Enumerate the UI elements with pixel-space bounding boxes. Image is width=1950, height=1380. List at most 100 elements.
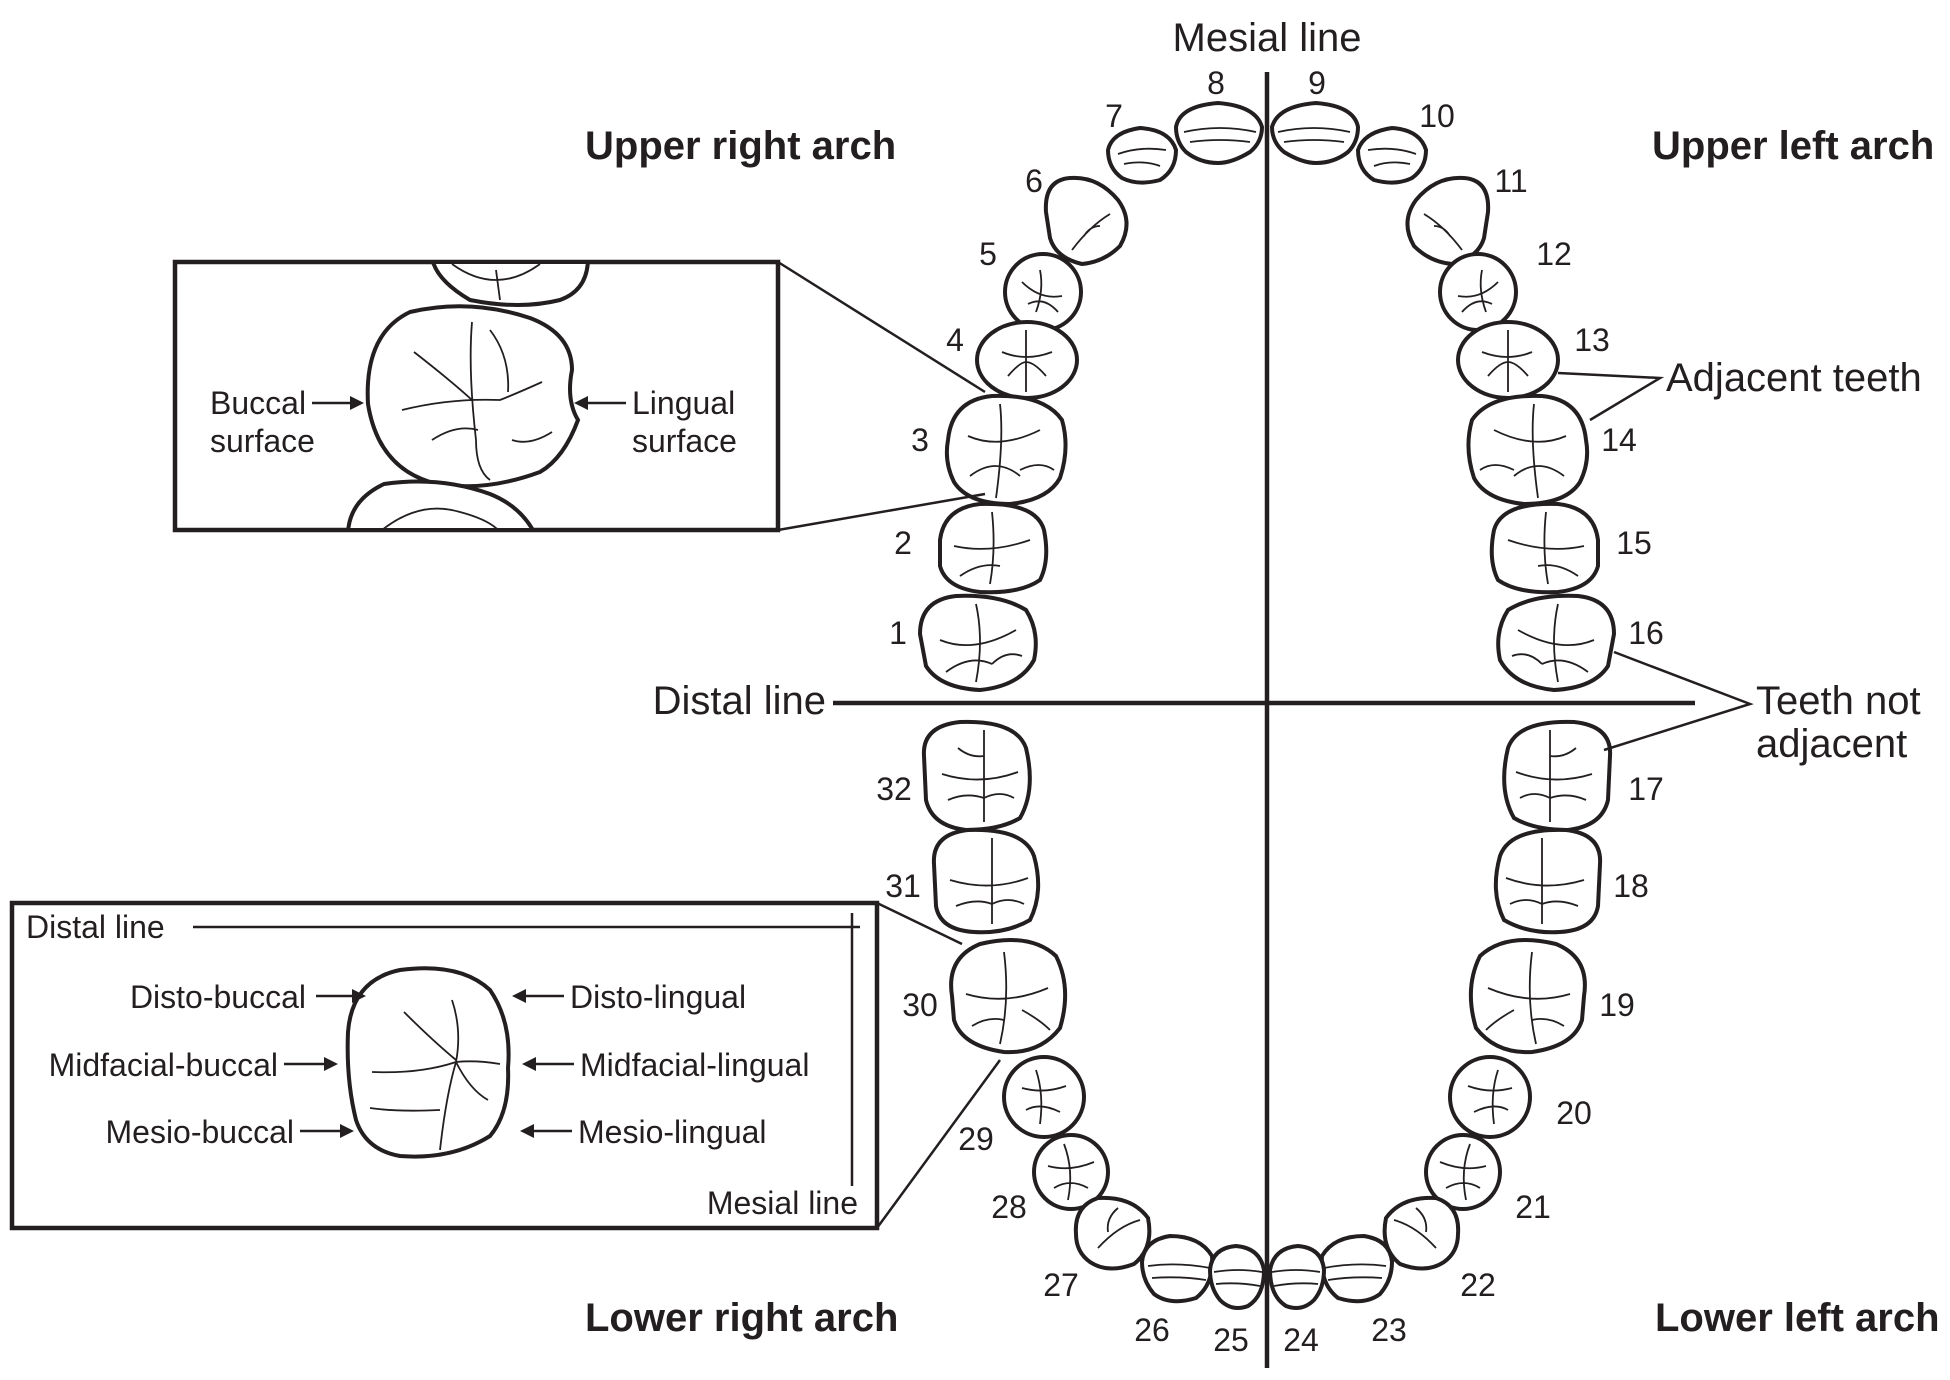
tooth-31: [931, 827, 1041, 935]
tooth-12: [1438, 252, 1518, 332]
tooth-number-11: 11: [1494, 163, 1527, 199]
teeth-not-adjacent-label-line-2: adjacent: [1756, 722, 1907, 766]
tooth-number-25: 25: [1213, 1322, 1249, 1358]
teeth-not-adjacent-label-line-1: Teeth not: [1756, 679, 1921, 723]
tooth-25: [1207, 1243, 1267, 1310]
tooth-numbers: 1 2 3 4 5 6 7 8 9 10 11 12 13 14 15 16 1…: [876, 65, 1664, 1358]
tooth-10: [1355, 125, 1429, 185]
tooth-20: [1448, 1055, 1532, 1139]
adjacent-teeth-label: Adjacent teeth: [1666, 356, 1922, 400]
tooth-number-4: 4: [946, 322, 964, 358]
tooth-number-12: 12: [1536, 236, 1572, 272]
disto-buccal-label: Disto-buccal: [130, 979, 306, 1015]
midfacial-lingual-label: Midfacial-lingual: [580, 1047, 809, 1083]
inset-tooth-30: [345, 966, 511, 1159]
tooth-number-28: 28: [991, 1189, 1027, 1225]
tooth-number-27: 27: [1043, 1267, 1079, 1303]
tooth-number-5: 5: [979, 236, 997, 272]
tooth-number-2: 2: [894, 525, 912, 561]
tooth-number-10: 10: [1419, 98, 1455, 134]
tooth-15: [1489, 501, 1600, 595]
buccal-surface-label-line-2: surface: [210, 423, 315, 459]
tooth-number-22: 22: [1460, 1267, 1496, 1303]
tooth-number-16: 16: [1628, 615, 1664, 651]
lingual-surface-arrow: [574, 396, 626, 410]
lower-left-arch-title: Lower left arch: [1655, 1296, 1940, 1340]
lower-inset: Distal line Mesial line: [9, 900, 1002, 1231]
tooth-number-3: 3: [911, 422, 929, 458]
distal-line-label: Distal line: [653, 679, 826, 723]
tooth-28: [1032, 1133, 1110, 1211]
tooth-number-14: 14: [1601, 422, 1637, 458]
mesial-line-label: Mesial line: [1173, 16, 1362, 60]
tooth-21: [1424, 1133, 1502, 1211]
tooth-24: [1267, 1243, 1327, 1310]
tooth-27: [1073, 1195, 1152, 1271]
mesio-lingual-arrow: [520, 1124, 572, 1138]
tooth-number-29: 29: [958, 1121, 994, 1157]
tooth-7: [1105, 125, 1179, 185]
midfacial-buccal-arrow: [284, 1057, 338, 1071]
buccal-surface-arrow: [312, 396, 364, 410]
tooth-number-19: 19: [1599, 987, 1635, 1023]
disto-lingual-label: Disto-lingual: [570, 979, 746, 1015]
tooth-32: [921, 719, 1032, 833]
tooth-number-26: 26: [1134, 1312, 1170, 1348]
upper-left-arch-title: Upper left arch: [1652, 124, 1934, 168]
tooth-number-15: 15: [1616, 525, 1652, 561]
upper-inset: Buccal surface Lingual surface: [172, 259, 986, 533]
lingual-surface-label-line-2: surface: [632, 423, 737, 459]
midfacial-lingual-arrow: [522, 1057, 574, 1071]
upper-right-arch-title: Upper right arch: [585, 124, 896, 168]
tooth-11: [1405, 175, 1491, 267]
tooth-22: [1382, 1195, 1461, 1271]
tooth-number-17: 17: [1628, 771, 1664, 807]
adjacent-teeth-callout: Adjacent teeth: [1557, 356, 1922, 422]
inset-mesial-line-label: Mesial line: [707, 1185, 858, 1221]
teeth-not-adjacent-callout: Teeth not adjacent: [1603, 650, 1921, 766]
tooth-1: [917, 593, 1038, 693]
mesio-buccal-label: Mesio-buccal: [105, 1114, 294, 1150]
tooth-26: [1139, 1233, 1215, 1304]
tooth-number-13: 13: [1574, 322, 1610, 358]
midfacial-buccal-label: Midfacial-buccal: [49, 1047, 278, 1083]
lingual-surface-label-line-1: Lingual: [632, 385, 735, 421]
buccal-surface-label-line-1: Buccal: [210, 385, 306, 421]
disto-buccal-arrow: [316, 989, 366, 1003]
tooth-2: [938, 501, 1049, 595]
tooth-19: [1468, 938, 1587, 1055]
tooth-3: [944, 393, 1068, 507]
tooth-number-20: 20: [1556, 1095, 1592, 1131]
tooth-18: [1493, 827, 1603, 935]
tooth-number-21: 21: [1515, 1189, 1551, 1225]
lower-right-arch-title: Lower right arch: [585, 1296, 898, 1340]
tooth-8: [1173, 100, 1265, 166]
tooth-number-31: 31: [885, 868, 921, 904]
tooth-9: [1269, 100, 1361, 166]
tooth-16: [1496, 593, 1617, 693]
tooth-number-1: 1: [889, 615, 907, 651]
tooth-14: [1466, 393, 1590, 507]
tooth-number-6: 6: [1025, 163, 1043, 199]
tooth-number-24: 24: [1283, 1322, 1319, 1358]
tooth-4: [975, 320, 1079, 400]
tooth-6: [1043, 175, 1129, 267]
tooth-number-32: 32: [876, 771, 912, 807]
tooth-30: [949, 938, 1068, 1055]
tooth-number-23: 23: [1371, 1312, 1407, 1348]
tooth-17: [1502, 719, 1613, 833]
mesio-lingual-label: Mesio-lingual: [578, 1114, 767, 1150]
tooth-5: [1003, 252, 1083, 332]
tooth-number-8: 8: [1207, 65, 1225, 101]
tooth-13: [1456, 320, 1560, 400]
tooth-23: [1319, 1233, 1395, 1304]
tooth-number-7: 7: [1105, 98, 1123, 134]
inset-distal-line-label: Distal line: [26, 909, 165, 945]
tooth-number-18: 18: [1613, 868, 1649, 904]
disto-lingual-arrow: [512, 989, 564, 1003]
tooth-29: [1002, 1055, 1086, 1139]
mesio-buccal-arrow: [300, 1124, 354, 1138]
tooth-number-9: 9: [1308, 65, 1326, 101]
tooth-number-30: 30: [902, 987, 938, 1023]
